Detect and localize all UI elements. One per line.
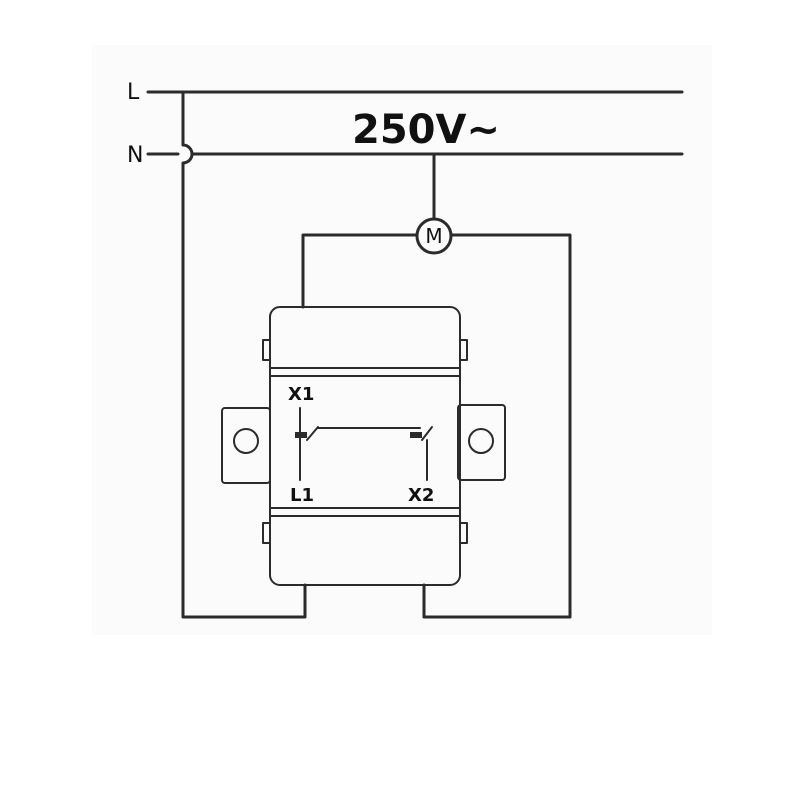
motor-x1-wire — [301, 233, 419, 309]
diagram-panel — [92, 45, 712, 635]
mounting-ear-right — [457, 404, 506, 481]
terminal-x1-label: X1 — [288, 384, 314, 405]
terminal-l1-label: L1 — [290, 485, 314, 506]
switch-body — [262, 306, 468, 586]
motor-x2-wire — [422, 233, 572, 619]
live-line-label: L — [127, 80, 140, 105]
terminal-x2-label: X2 — [408, 485, 434, 506]
neutral-line-label: N — [127, 143, 143, 168]
voltage-label: 250V~ — [352, 107, 500, 153]
live-feed-wire — [181, 90, 307, 619]
switch-contacts — [295, 407, 433, 481]
motor-label: M — [425, 224, 442, 248]
